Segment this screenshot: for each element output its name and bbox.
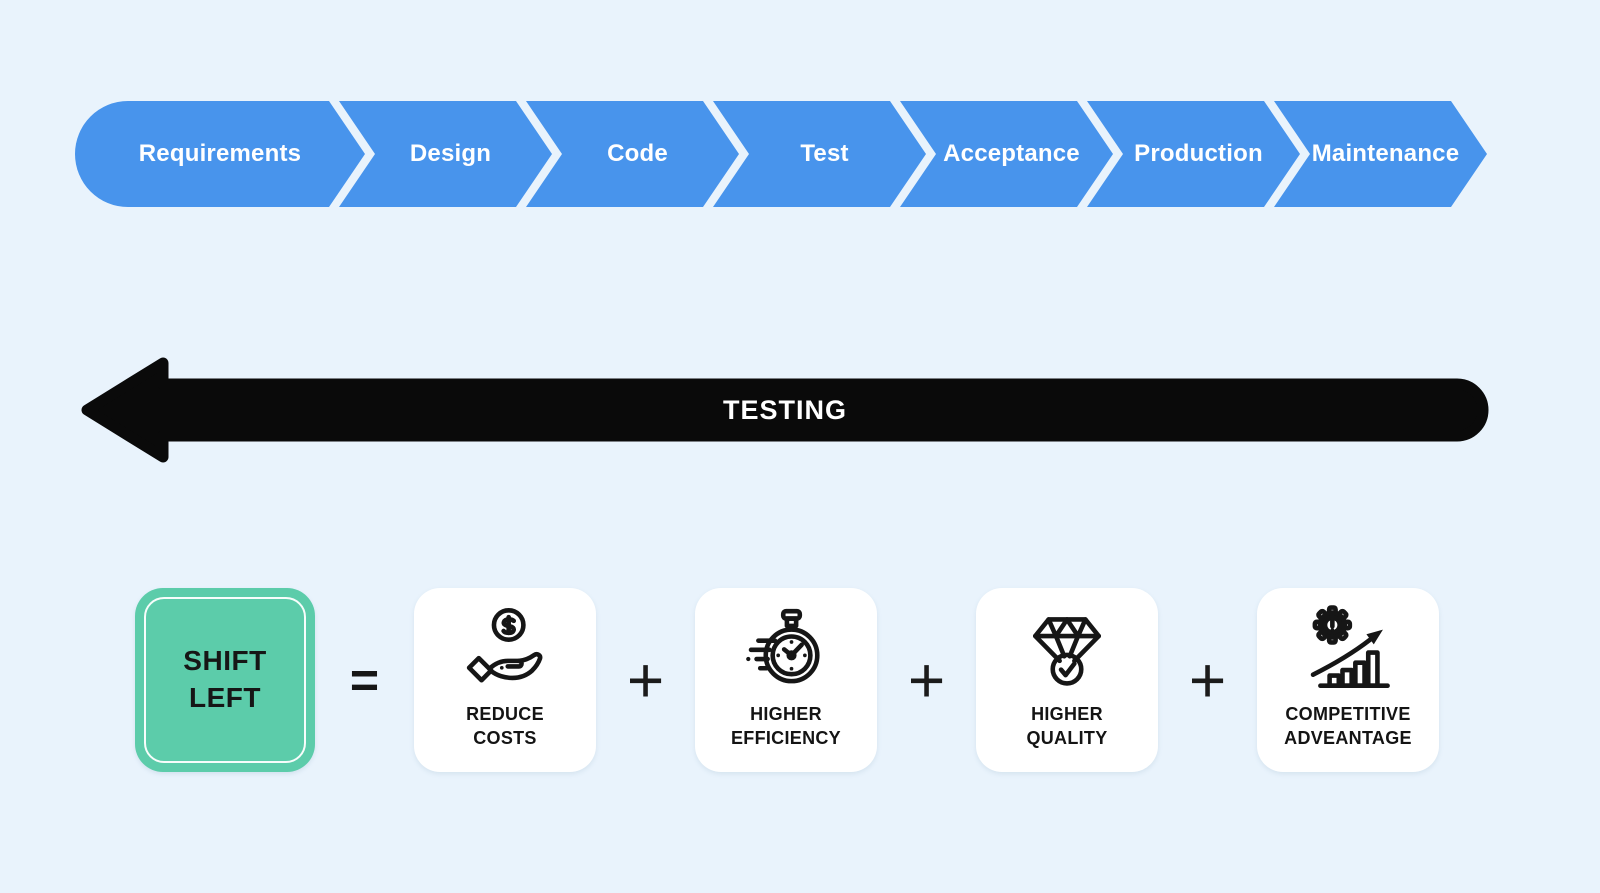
benefit-label-line1: COMPETITIVE — [1285, 704, 1411, 724]
plus-sign-2: + — [877, 648, 976, 712]
shift-left-box: SHIFT LEFT — [135, 588, 315, 772]
left-arrow-icon — [81, 357, 1489, 463]
benefit-label-line2: ADVEANTAGE — [1284, 727, 1412, 748]
benefit-label-line1: REDUCE — [466, 704, 544, 724]
benefit-card-higher-quality: HIGHER QUALITY — [976, 588, 1158, 772]
equals-sign: = — [315, 655, 414, 705]
plus-glyph: + — [907, 644, 946, 716]
dollar-hand-icon — [459, 602, 551, 694]
equals-glyph: = — [349, 652, 380, 708]
pipeline-stage-test: Test — [713, 101, 926, 207]
shift-left-line1: SHIFT — [183, 645, 267, 677]
plus-sign-3: + — [1158, 648, 1257, 712]
shift-left-line2: LEFT — [189, 682, 261, 713]
pipeline-stage-maintenance: Maintenance — [1274, 101, 1487, 207]
benefit-label-line2: EFFICIENCY — [730, 727, 841, 748]
benefit-label: COMPETITIVE ADVEANTAGE — [1284, 703, 1412, 751]
diamond-badge-icon — [1021, 602, 1113, 694]
benefit-label-line2: COSTS — [473, 727, 537, 748]
benefit-card-higher-efficiency: HIGHER EFFICIENCY — [695, 588, 877, 772]
testing-arrow — [75, 352, 1495, 468]
plus-sign-1: + — [596, 648, 695, 712]
growth-gear-icon — [1302, 602, 1394, 694]
pipeline-stage-code: Code — [526, 101, 739, 207]
benefit-label: HIGHER QUALITY — [1026, 703, 1107, 751]
pipeline-flow: Requirements Design Code Test Acceptance… — [75, 101, 1487, 207]
benefit-label: REDUCE COSTS — [466, 703, 544, 751]
benefit-card-competitive-advantage: COMPETITIVE ADVEANTAGE — [1257, 588, 1439, 772]
benefit-label-line2: QUALITY — [1026, 727, 1108, 748]
benefit-label: HIGHER EFFICIENCY — [731, 703, 841, 751]
benefit-card-reduce-costs: REDUCE COSTS — [414, 588, 596, 772]
plus-glyph: + — [1188, 644, 1227, 716]
pipeline-stage-requirements: Requirements — [75, 101, 365, 207]
plus-glyph: + — [626, 644, 665, 716]
pipeline-stage-acceptance: Acceptance — [900, 101, 1113, 207]
stopwatch-icon — [740, 602, 832, 694]
benefit-label-line1: HIGHER — [1031, 704, 1103, 724]
pipeline-stage-production: Production — [1087, 101, 1300, 207]
equation-row: SHIFT LEFT = REDUCE COSTS — [135, 588, 1439, 772]
benefit-label-line1: HIGHER — [750, 704, 822, 724]
pipeline-stage-design: Design — [339, 101, 552, 207]
